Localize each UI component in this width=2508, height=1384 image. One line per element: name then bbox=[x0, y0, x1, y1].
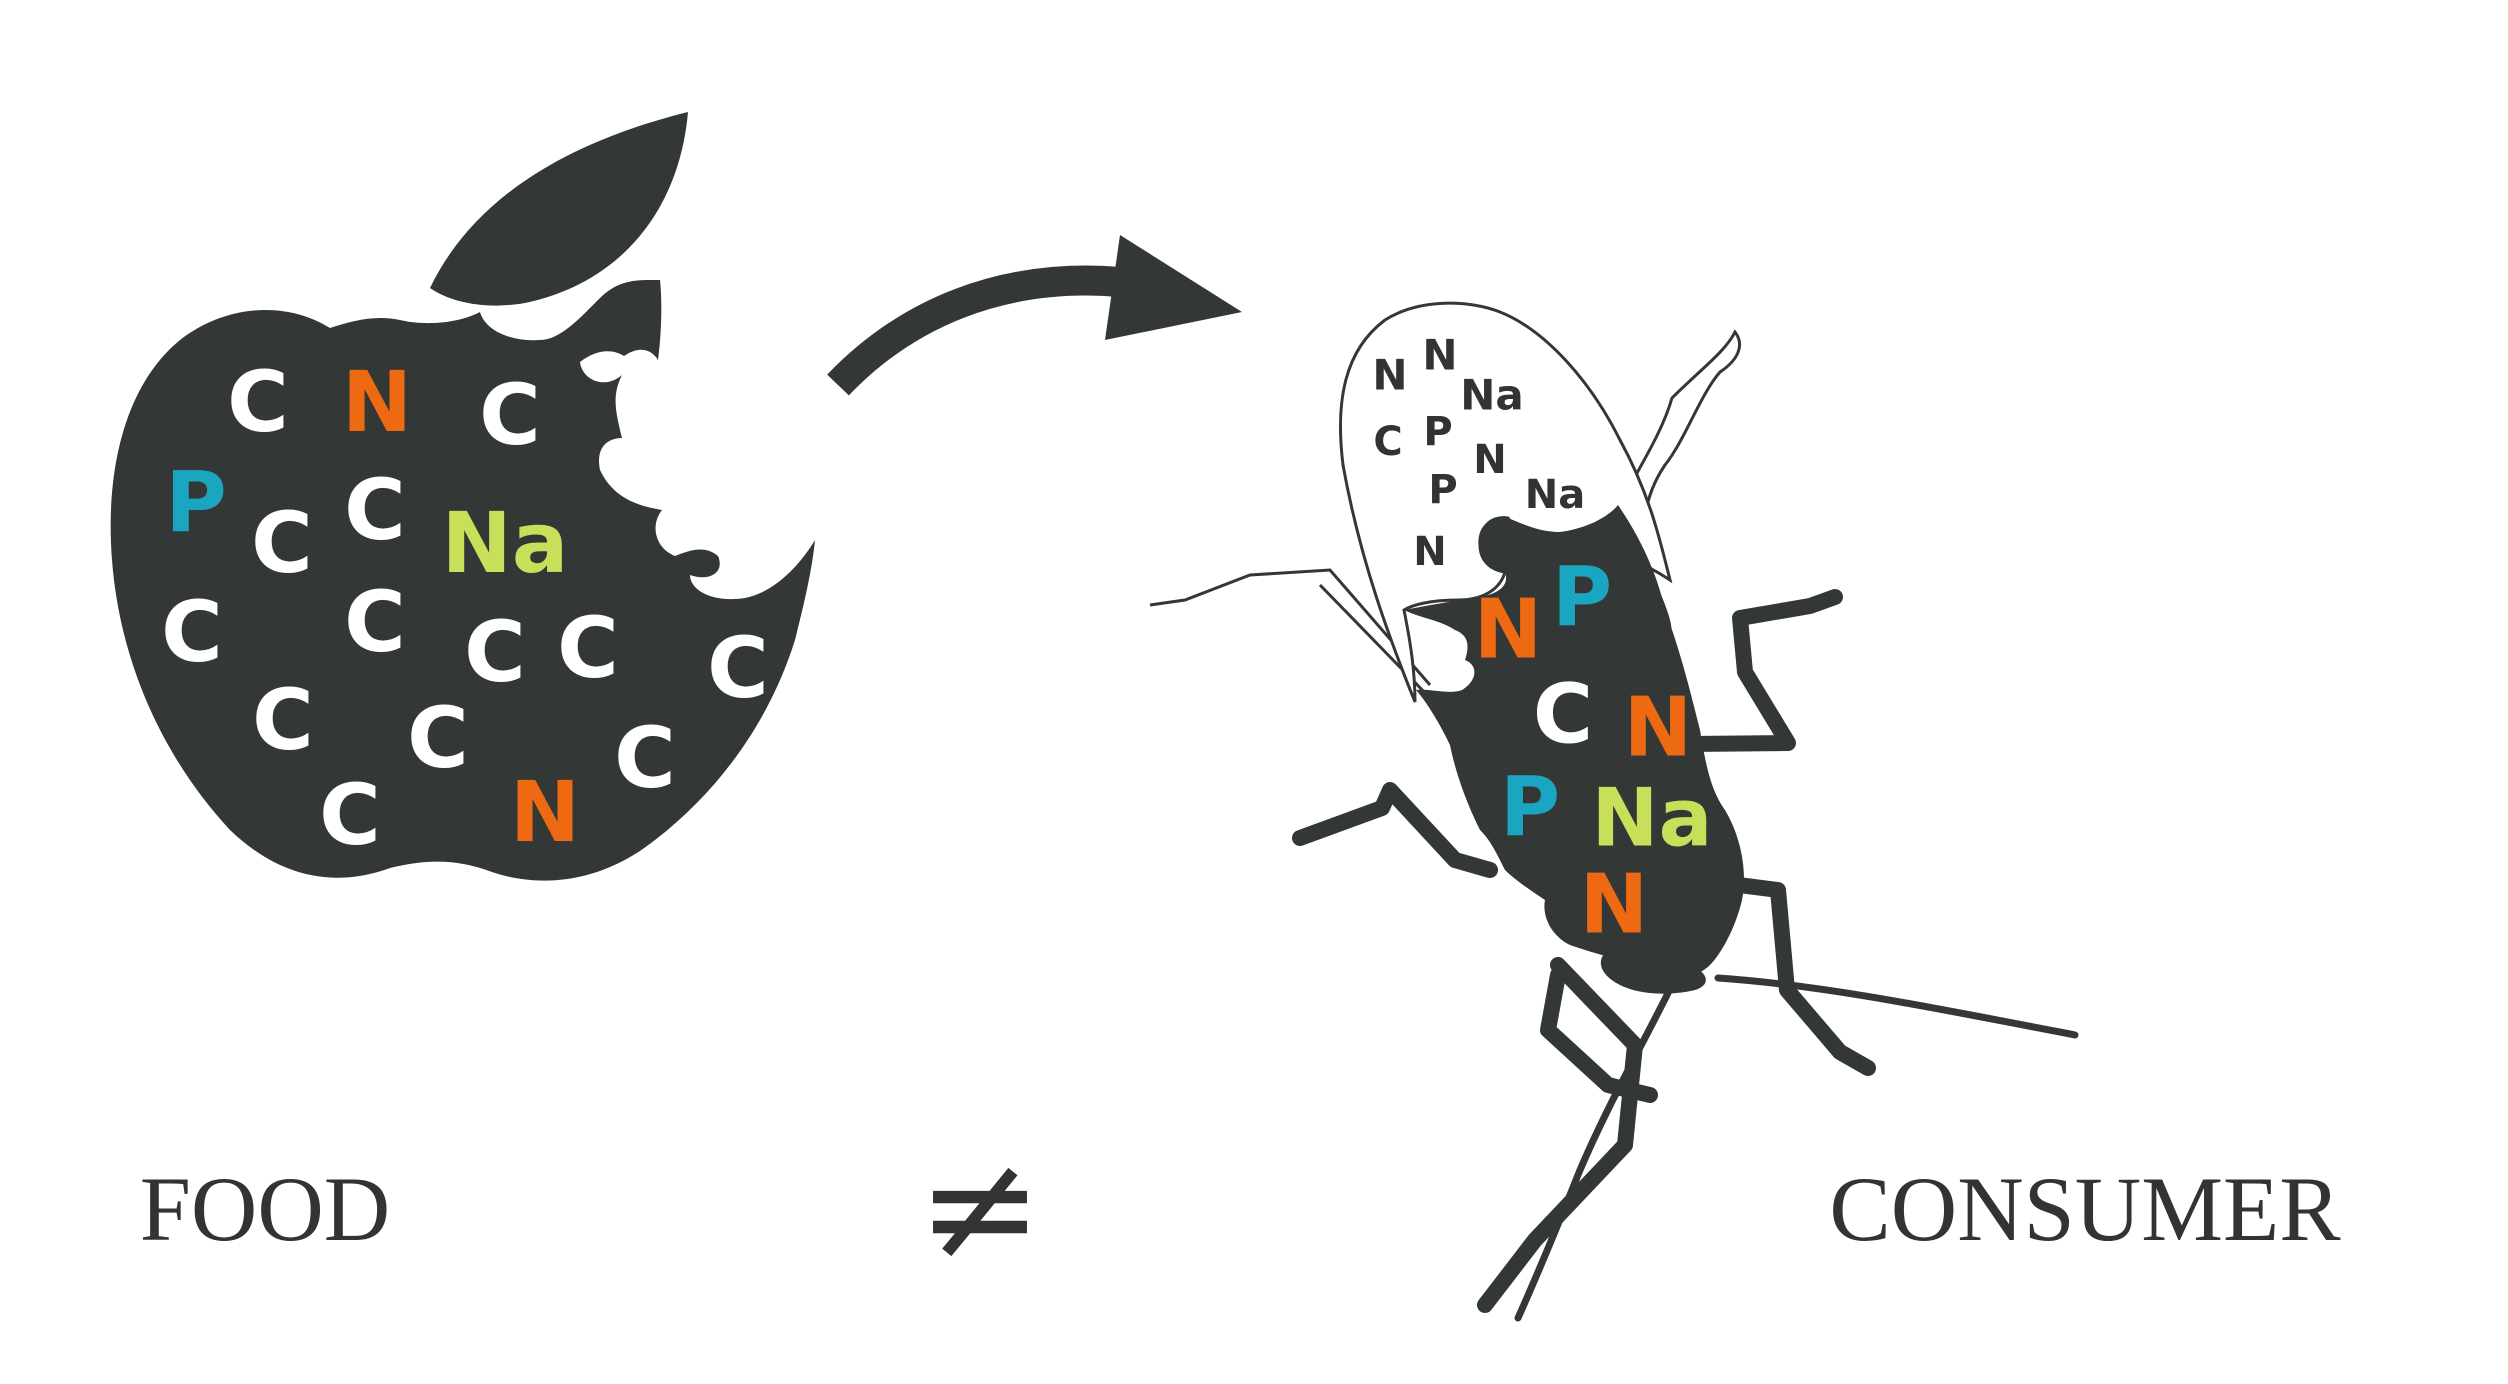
consumer-element-n: N bbox=[1624, 681, 1693, 776]
consumer-element-n: N bbox=[1580, 858, 1649, 953]
consumer-element-na: Na bbox=[1592, 772, 1713, 865]
food-element-c: C bbox=[319, 766, 381, 864]
wing-element-p: P bbox=[1428, 467, 1457, 513]
food-element-n: N bbox=[510, 763, 580, 861]
wing-element-n: N bbox=[1372, 351, 1407, 400]
apple-body bbox=[110, 279, 816, 881]
food-element-c: C bbox=[344, 573, 406, 671]
food-element-c: C bbox=[161, 583, 223, 681]
beetle-wing-open bbox=[1338, 301, 1673, 703]
food-element-c: C bbox=[407, 689, 469, 787]
apple-leaf bbox=[430, 112, 688, 306]
consumer-element-p: P bbox=[1500, 761, 1560, 856]
food-element-c: C bbox=[344, 461, 406, 559]
wing-element-n: N bbox=[1413, 529, 1446, 575]
food-element-c: C bbox=[252, 671, 314, 769]
arrow-shaft bbox=[827, 265, 1122, 396]
consumer-element-c: C bbox=[1533, 668, 1593, 763]
wing-element-n: N bbox=[1422, 331, 1457, 380]
food-element-p: P bbox=[165, 453, 227, 551]
beetle-legs bbox=[1292, 589, 1876, 1313]
food-element-c: C bbox=[251, 494, 313, 592]
food-element-na: Na bbox=[442, 494, 569, 592]
food-element-c: C bbox=[707, 619, 769, 717]
wing-element-n: N bbox=[1473, 437, 1506, 483]
consumer-label: CONSUMER bbox=[1829, 1158, 2341, 1260]
food-element-n: N bbox=[342, 353, 412, 451]
wing-element-na: Na bbox=[1525, 472, 1585, 518]
wing-element-c: C bbox=[1373, 419, 1402, 465]
food-element-c: C bbox=[227, 353, 289, 451]
wing-element-na: Na bbox=[1460, 371, 1524, 420]
wing-element-p: P bbox=[1423, 409, 1452, 455]
food-label: FOOD bbox=[140, 1158, 390, 1260]
curved-arrow-icon bbox=[827, 235, 1242, 396]
food-element-c: C bbox=[557, 599, 619, 697]
consumer-element-p: P bbox=[1552, 551, 1612, 646]
food-element-c: C bbox=[479, 366, 541, 464]
food-element-c: C bbox=[614, 709, 676, 807]
beetle-antennae bbox=[1514, 974, 2079, 1322]
food-element-c: C bbox=[464, 603, 526, 701]
beetle-body bbox=[1404, 505, 1745, 979]
beetle-head bbox=[1600, 949, 1706, 994]
not-equal-sign: ≠ bbox=[917, 1121, 1043, 1295]
arrow-head bbox=[1105, 235, 1242, 340]
consumer-element-n: N bbox=[1474, 583, 1543, 678]
